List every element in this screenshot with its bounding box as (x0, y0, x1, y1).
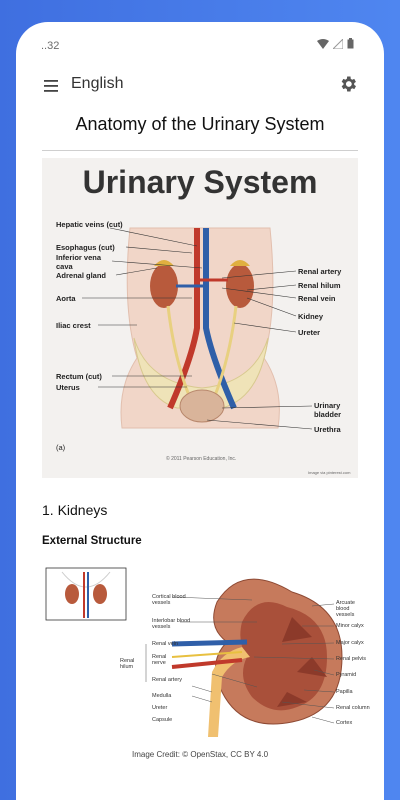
label-adrenal-gland: Adrenal gland (56, 271, 107, 280)
gear-icon[interactable] (338, 74, 358, 94)
status-bar: ..32 (16, 22, 384, 64)
label-aorta: Aorta (56, 294, 76, 303)
app-bar: English (16, 64, 384, 108)
page-title: Anatomy of the Urinary System (75, 114, 325, 134)
label-urinary-bladder: Urinary bladder (314, 401, 342, 419)
label-renal-hilum-2: Renal hilum (120, 658, 135, 670)
figure-title: Urinary System (82, 164, 318, 200)
status-time: ..32 (41, 40, 60, 52)
label-ureter: Ureter (298, 328, 321, 337)
label-interlobar-blood-vessels: Interlobar blood vessels (152, 618, 191, 630)
label-cortex: Cortex (336, 720, 353, 726)
label-renal-vein-2: Renal vein (152, 641, 178, 647)
label-renal-nerve: Renal nerve (152, 654, 167, 666)
title-divider (42, 150, 358, 151)
label-ureter-2: Ureter (152, 705, 168, 711)
section-heading: 1. Kidneys (42, 502, 108, 518)
phone-screen: ..32 English Anatomy of the Urinary Syst… (16, 22, 384, 800)
figure-source: Image via pinterest.com (308, 470, 351, 475)
label-capsule: Capsule (152, 717, 173, 723)
label-minor-calyx: Minor calyx (336, 623, 364, 629)
label-uterus: Uterus (56, 383, 80, 392)
label-iliac-crest: Iliac crest (56, 321, 91, 330)
label-rectum: Rectum (cut) (56, 372, 102, 381)
battery-icon (347, 38, 354, 49)
menu-icon[interactable] (42, 76, 62, 96)
wifi-icon (317, 38, 329, 49)
kidney-structure-figure: Cortical blood vessels Interlobar blood … (42, 562, 370, 742)
label-pyramid: Pyramid (336, 672, 357, 678)
app-title: English (71, 75, 124, 92)
label-inferior-vena-cava: Inferior vena cava (56, 253, 102, 271)
label-renal-vein: Renal vein (298, 294, 336, 303)
label-renal-column: Renal column (336, 705, 370, 711)
label-renal-artery-2: Renal artery (152, 677, 182, 683)
sub-heading: External Structure (42, 535, 142, 547)
label-arcuate-blood-vessels: Arcuate blood vessels (336, 600, 355, 618)
panel-label: (a) (56, 443, 66, 452)
status-icons (317, 38, 354, 49)
image-credit: Image Credit: © OpenStax, CC BY 4.0 (131, 750, 269, 759)
label-papilla: Papilla (336, 689, 353, 695)
label-hepatic-veins: Hepatic veins (cut) (56, 220, 123, 229)
kidney-illustration (45, 567, 343, 737)
label-renal-artery: Renal artery (298, 267, 342, 276)
label-major-calyx: Major calyx (336, 640, 364, 646)
label-renal-pelvis: Renal pelvis (336, 656, 366, 662)
label-kidney: Kidney (298, 312, 324, 321)
label-esophagus: Esophagus (cut) (56, 243, 115, 252)
figure-copyright: © 2011 Pearson Education, Inc. (166, 456, 237, 462)
urinary-system-illustration (82, 227, 313, 430)
label-medulla: Medulla (152, 693, 172, 699)
label-urethra: Urethra (314, 425, 341, 434)
label-renal-hilum: Renal hilum (298, 281, 341, 290)
signal-icon (333, 38, 343, 49)
urinary-system-figure: Urinary System (42, 158, 358, 478)
label-cortical-blood-vessels: Cortical blood vessels (152, 594, 186, 606)
